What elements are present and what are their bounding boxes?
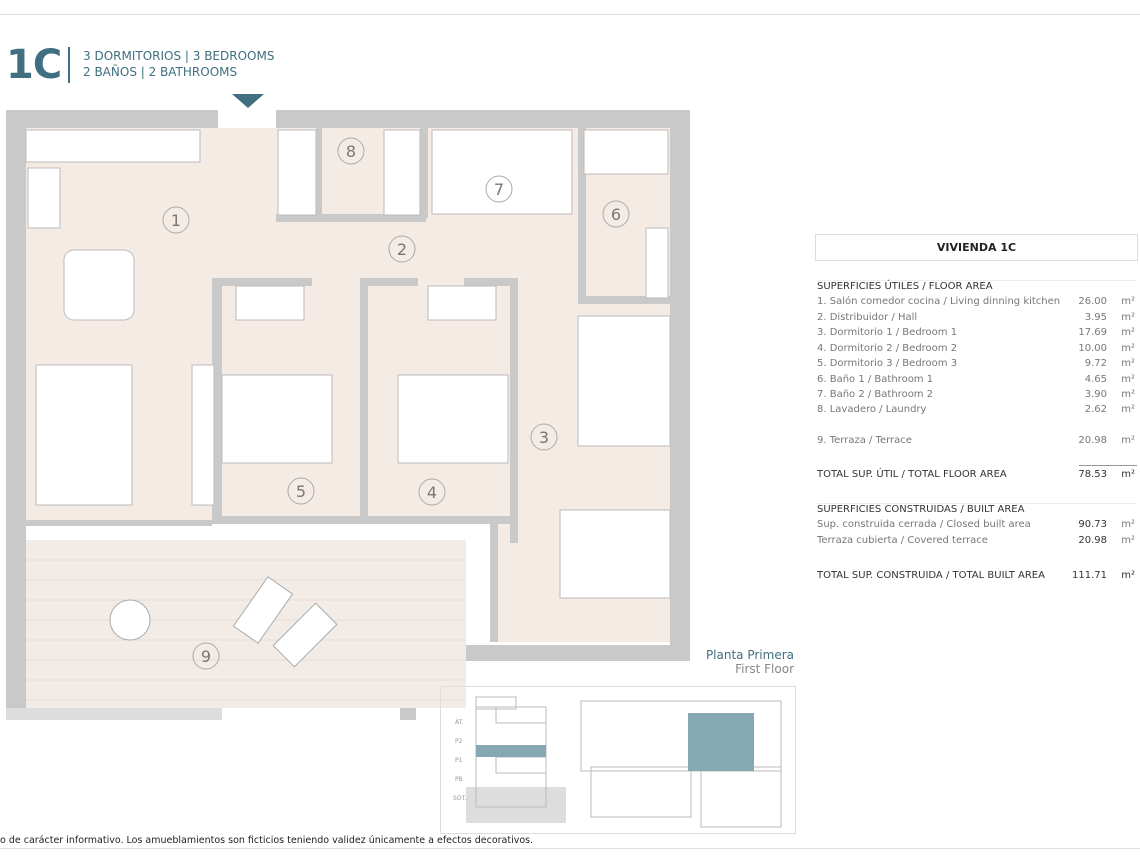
- room-marker-1: 1: [162, 206, 190, 234]
- svg-text:9: 9: [201, 647, 211, 666]
- level-label: SÓT.: [453, 795, 466, 802]
- room-marker-7: 7: [485, 175, 513, 203]
- svg-text:8: 8: [346, 142, 356, 161]
- bottom-divider: [0, 848, 1140, 849]
- floor-plan: 1 2 3 4 5 6 7 8 9: [6, 94, 690, 720]
- room-marker-9: 9: [192, 642, 220, 670]
- level-label: P2: [455, 738, 463, 745]
- bathrooms-label: 2 BAÑOS | 2 BATHROOMS: [83, 65, 238, 79]
- svg-text:3: 3: [539, 428, 549, 447]
- total-built-row: TOTAL SUP. CONSTRUIDA / TOTAL BUILT AREA…: [817, 570, 1135, 581]
- room-marker-8: 8: [337, 137, 365, 165]
- location-minimap: ÁT. P2 P1 PB SÓT.: [440, 686, 796, 834]
- top-divider: [0, 14, 1140, 15]
- disclaimer: o de carácter informativo. Los amueblami…: [0, 835, 534, 846]
- room-marker-4: 4: [418, 478, 446, 506]
- built-row: Sup. construida cerrada / Closed built a…: [817, 519, 1135, 530]
- room-marker-5: 5: [287, 477, 315, 505]
- svg-text:2: 2: [397, 240, 407, 259]
- total-divider: [1079, 465, 1137, 466]
- entrance-arrow-icon: [232, 94, 264, 108]
- svg-text:7: 7: [494, 180, 504, 199]
- room-marker-2: 2: [388, 235, 416, 263]
- svg-text:5: 5: [296, 482, 306, 501]
- svg-text:1: 1: [171, 211, 181, 230]
- built-area-heading: SUPERFICIES CONSTRUIDAS / BUILT AREA: [817, 503, 1137, 519]
- svg-text:6: 6: [611, 205, 621, 224]
- unit-title: VIVIENDA 1C: [815, 234, 1138, 261]
- level-label: ÁT.: [455, 719, 464, 726]
- header-separator: [68, 47, 70, 83]
- room-markers: 1 2 3 4 5 6 7 8 9: [162, 137, 630, 670]
- floor-area-heading: SUPERFICIES ÚTILES / FLOOR AREA: [817, 280, 1137, 296]
- level-label: PB: [455, 776, 463, 783]
- floor-subtitle: First Floor: [735, 662, 794, 676]
- room-row: 1. Salón comedor cocina / Living dinning…: [817, 296, 1135, 307]
- svg-text:4: 4: [427, 483, 437, 502]
- unit-highlight: [688, 713, 754, 771]
- level-label: P1: [455, 757, 463, 764]
- unit-code: 1C: [6, 42, 62, 88]
- room-marker-3: 3: [530, 423, 558, 451]
- level-highlight: [476, 745, 546, 757]
- floor-title: Planta Primera: [705, 648, 794, 662]
- room-marker-6: 6: [602, 200, 630, 228]
- bedrooms-label: 3 DORMITORIOS | 3 BEDROOMS: [83, 49, 275, 63]
